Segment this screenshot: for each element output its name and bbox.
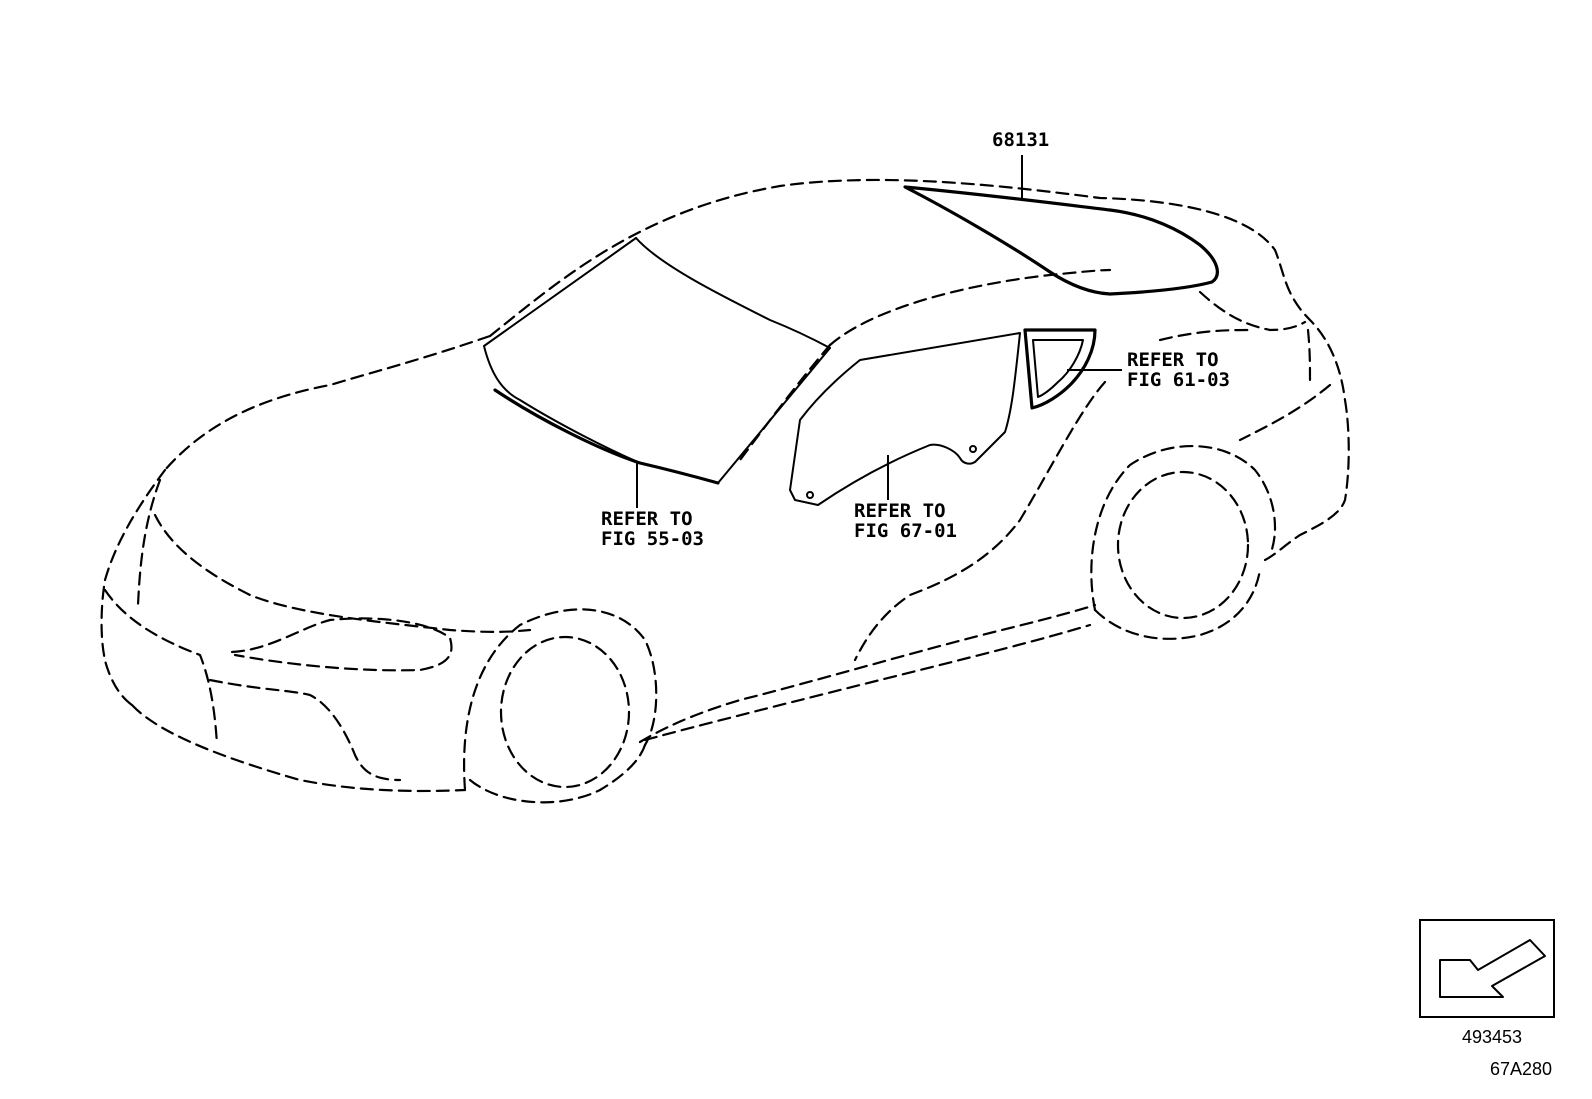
orientation-code: 493453 [1462,1027,1522,1047]
windshield-callout-line2: FIG 55-03 [601,528,704,550]
quarter-glass [1023,328,1097,410]
quarter-glass-callout-line2: FIG 61-03 [1127,369,1230,391]
door-glass-callout-line2: FIG 67-01 [854,520,957,542]
front-direction-arrow-icon [1439,939,1546,998]
door-glass [789,332,1021,506]
quarter-glass-callout-line1: REFER TO [1127,349,1219,371]
figure-code: 67A280 [1490,1059,1552,1079]
windshield-glass [483,237,831,485]
leader-lines [636,155,1122,508]
part-number-label: 68131 [992,129,1049,151]
car-body-outline [100,178,1350,804]
orientation-box: 493453 [1419,919,1555,1047]
door-glass-callout-line1: REFER TO [854,500,946,522]
windshield-callout-line1: REFER TO [601,508,693,530]
back-window-glass [903,185,1219,296]
